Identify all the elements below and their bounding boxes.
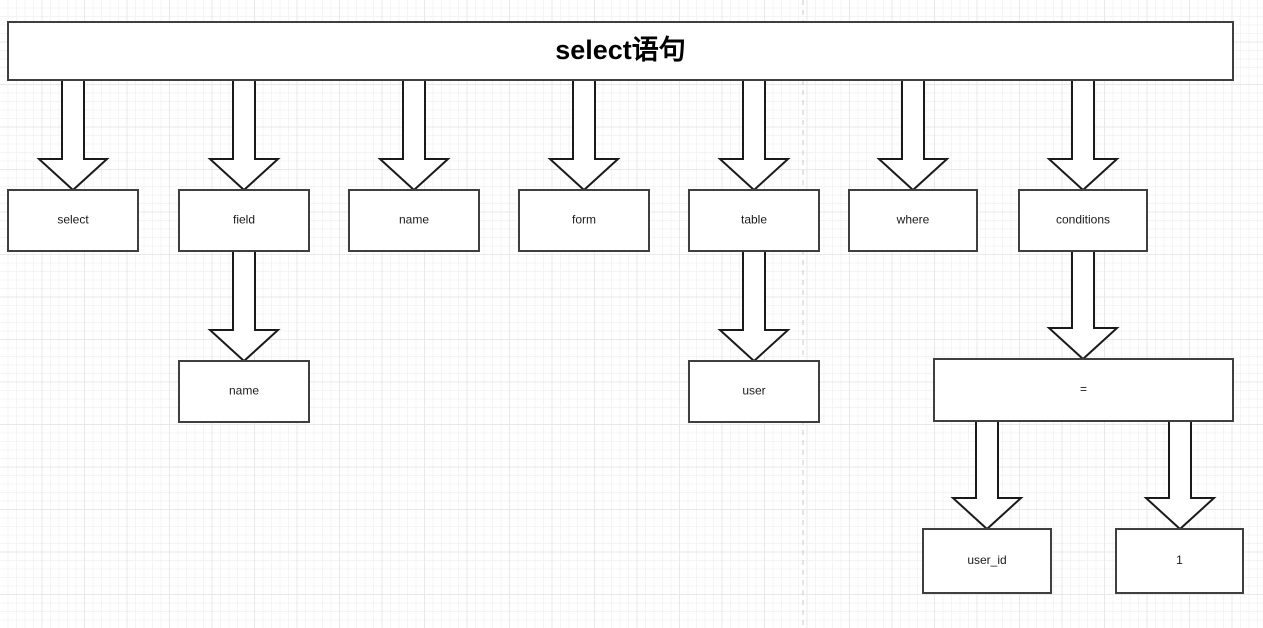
node-box-table[interactable] <box>688 189 820 252</box>
node-select[interactable]: select <box>7 189 139 252</box>
node-box-name1[interactable] <box>348 189 480 252</box>
node-where[interactable]: where <box>848 189 978 252</box>
node-name2[interactable]: name <box>178 360 310 423</box>
node-box-root[interactable] <box>7 21 1234 81</box>
block-arrow-field-name2 <box>207 251 281 363</box>
block-arrow-root-form <box>547 80 621 192</box>
node-label-select: select <box>57 213 89 227</box>
node-box-conditions[interactable] <box>1018 189 1148 252</box>
block-arrow-root-select <box>36 80 110 192</box>
node-label-table: table <box>741 213 767 227</box>
node-box-field[interactable] <box>178 189 310 252</box>
node-conditions[interactable]: conditions <box>1018 189 1148 252</box>
node-label-name1: name <box>399 213 429 227</box>
node-equals[interactable]: = <box>933 358 1234 422</box>
node-name1[interactable]: name <box>348 189 480 252</box>
node-label-root: select语句 <box>555 35 686 65</box>
node-label-name2: name <box>229 384 259 398</box>
node-box-name2[interactable] <box>178 360 310 423</box>
block-arrow-root-field <box>207 80 281 192</box>
node-label-form: form <box>572 213 596 227</box>
node-table[interactable]: table <box>688 189 820 252</box>
node-box-user_id[interactable] <box>922 528 1052 594</box>
node-label-equals: = <box>1080 382 1087 396</box>
node-user_id[interactable]: user_id <box>922 528 1052 594</box>
node-box-select[interactable] <box>7 189 139 252</box>
block-arrow-conditions-equals <box>1046 251 1120 361</box>
node-box-user[interactable] <box>688 360 820 423</box>
block-arrow-root-where <box>876 80 950 192</box>
block-arrow-table-user <box>717 251 791 363</box>
node-group: select语句 select field name form table where con… <box>7 21 1244 594</box>
node-label-conditions: conditions <box>1056 213 1110 227</box>
node-box-form[interactable] <box>518 189 650 252</box>
node-root[interactable]: select语句 <box>7 21 1234 81</box>
block-arrow-root-name1 <box>377 80 451 192</box>
node-label-user_id: user_id <box>967 553 1006 567</box>
block-arrow-root-conditions <box>1046 80 1120 192</box>
edge-group <box>36 80 1217 531</box>
node-label-one: 1 <box>1176 553 1183 567</box>
node-user[interactable]: user <box>688 360 820 423</box>
node-field[interactable]: field <box>178 189 310 252</box>
node-form[interactable]: form <box>518 189 650 252</box>
block-arrow-root-table <box>717 80 791 192</box>
node-label-where: where <box>896 213 930 227</box>
node-one[interactable]: 1 <box>1115 528 1244 594</box>
node-box-where[interactable] <box>848 189 978 252</box>
block-arrow-equals-one <box>1143 421 1217 531</box>
node-box-one[interactable] <box>1115 528 1244 594</box>
node-label-user: user <box>742 384 765 398</box>
block-arrow-equals-user_id <box>950 421 1024 531</box>
node-label-field: field <box>233 213 255 227</box>
node-box-equals[interactable] <box>933 358 1234 422</box>
